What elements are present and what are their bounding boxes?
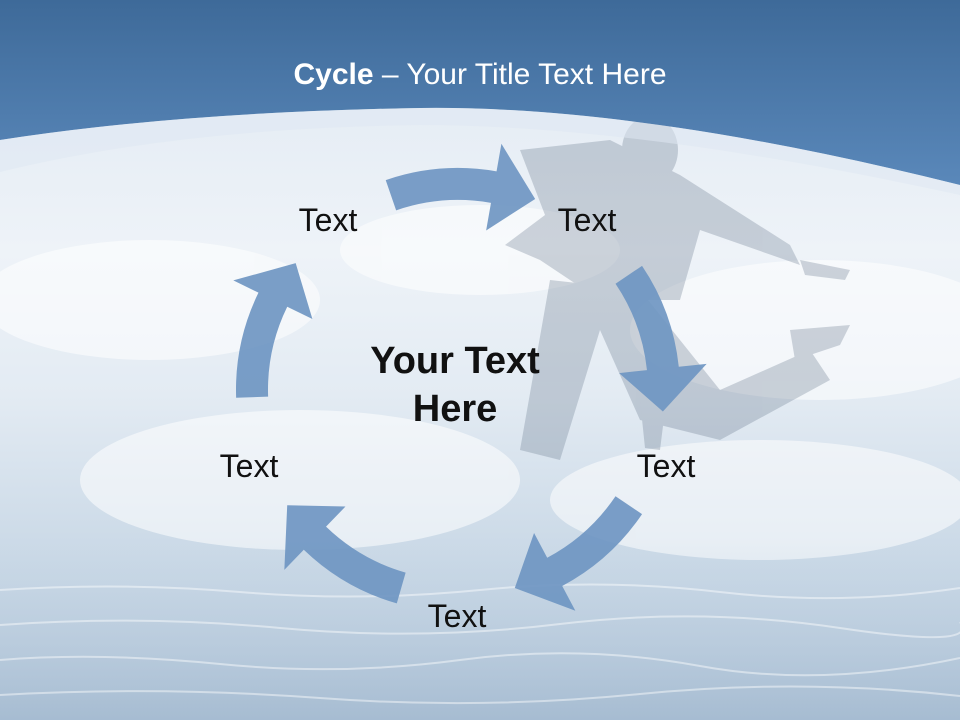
cycle-arrow-1: [385, 143, 536, 231]
cycle-arrow-2: [615, 265, 707, 412]
slide-title: Cycle – Your Title Text Here: [0, 55, 960, 95]
step-label-4: Text: [219, 448, 279, 484]
water-ripples: [0, 583, 960, 705]
header-band: [0, 0, 960, 185]
step-label-5: Text: [298, 202, 358, 238]
center-text: Your Text Here: [370, 340, 540, 430]
step-label-3: Text: [427, 598, 487, 634]
cycle-arrow-5: [233, 263, 313, 398]
cycle-arrow-3: [514, 496, 643, 611]
clouds: [0, 205, 960, 560]
step-label-2: Text: [636, 448, 696, 484]
header-arc: [0, 107, 960, 195]
cycle-arrow-4: [284, 505, 406, 604]
step-label-1: Text: [557, 202, 617, 238]
slide-title-bold: Cycle: [293, 58, 374, 91]
slide-title-rest: – Your Title Text Here: [373, 58, 667, 91]
